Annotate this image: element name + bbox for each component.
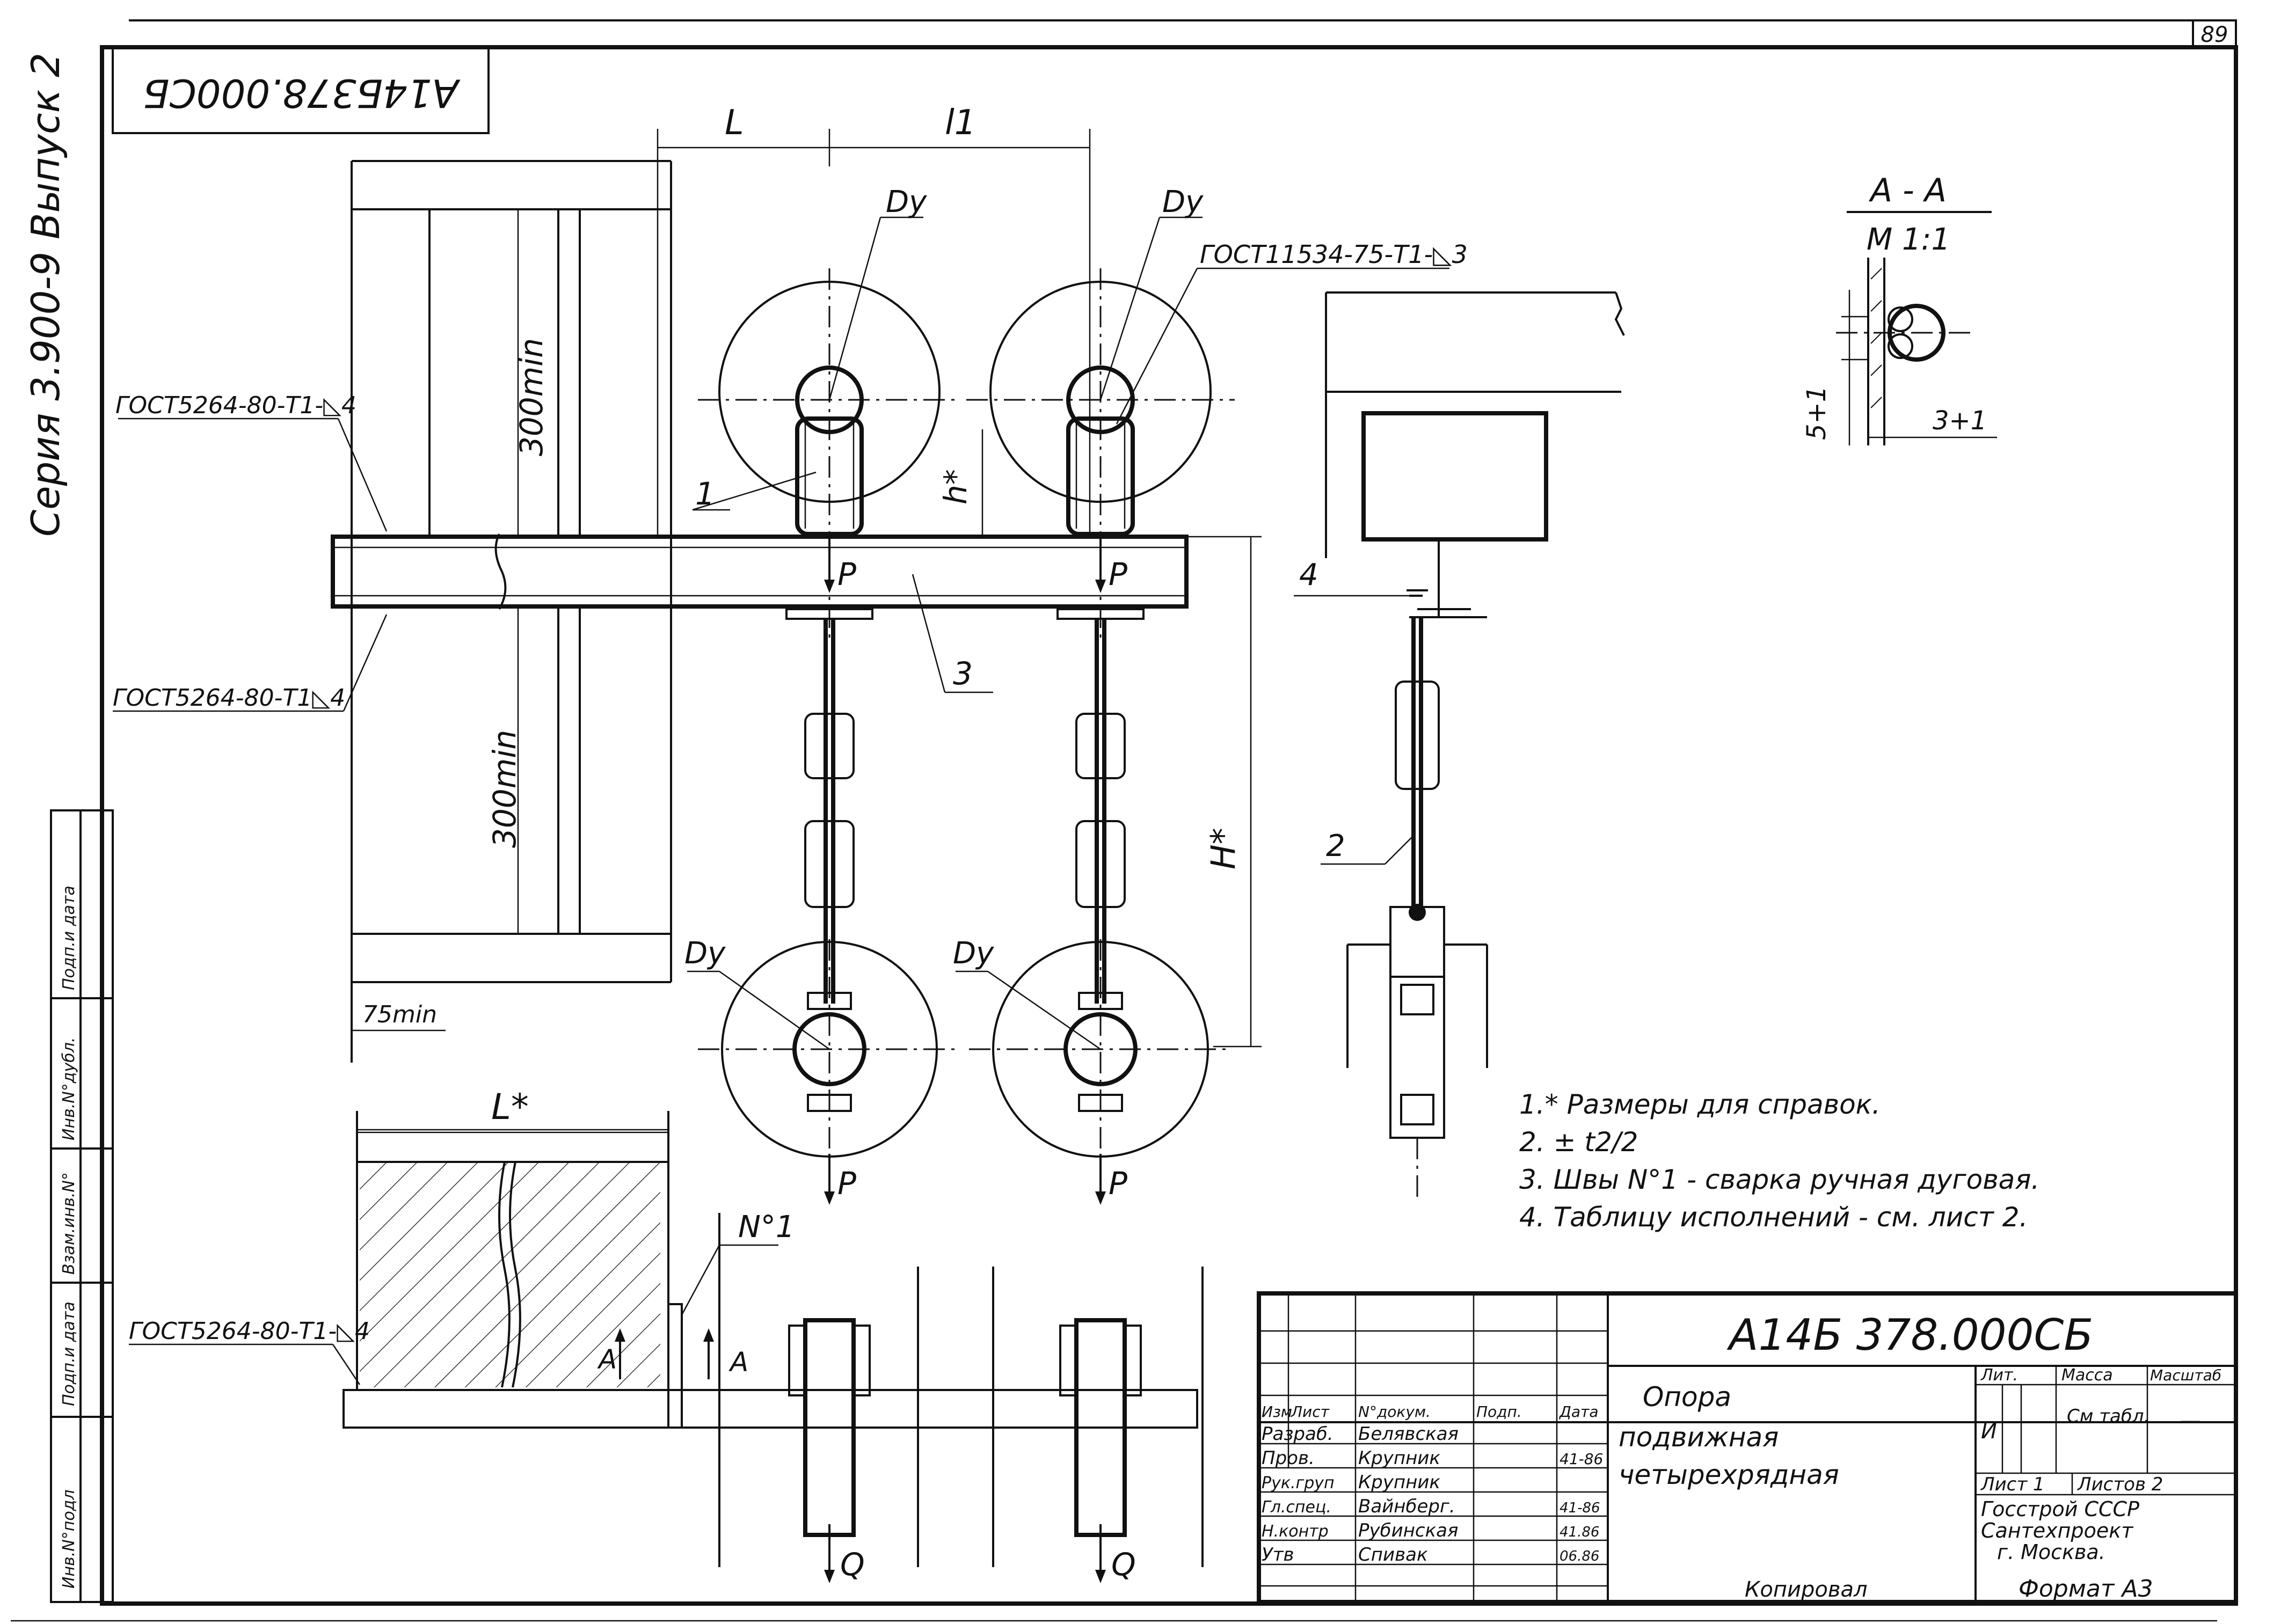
tb-role-3: Гл.спец. (1262, 1498, 1331, 1517)
weld-n1: N°1 (738, 1210, 795, 1245)
dy-label-1: Dy (886, 185, 927, 220)
tb-role-2: Рук.груп (1262, 1474, 1335, 1493)
weld-label-3: ГОСТ5264-80-Т1-◺4 (129, 1318, 370, 1345)
part-label-4: 4 (1299, 558, 1318, 592)
weld-label-2: ГОСТ5264-80-Т1◺4 (113, 684, 345, 712)
dim-l1: l1 (945, 103, 977, 143)
dy-label-2: Dy (1162, 185, 1204, 220)
tb-name-line3: четырехрядная (1619, 1459, 1839, 1490)
tb-role-5: Утв (1262, 1544, 1294, 1566)
tb-name-0: Белявская (1358, 1423, 1459, 1445)
page-number-box (2192, 19, 2237, 48)
tb-name-line2: подвижная (1619, 1422, 1779, 1453)
dim-L-star: L* (491, 1086, 529, 1128)
stamp-code: A14Б378.000СБ (143, 70, 461, 115)
dim-300min-lower: 300min (486, 730, 523, 848)
side-cell-3: Инв.N°дубл. (60, 1037, 78, 1140)
tb-role-4: Н.контр (1262, 1522, 1329, 1541)
hanger-right (1056, 608, 1145, 1004)
tb-date-3: 41-86 (1560, 1500, 1600, 1516)
side-cell-2: Взам.инв.N° (60, 1172, 78, 1275)
lower-pipe-left (698, 939, 961, 1181)
tb-role-0: Разраб. (1262, 1423, 1334, 1445)
dim-L: L (725, 103, 744, 143)
part-label-3: 3 (953, 655, 973, 692)
dy-label-4: Dy (953, 936, 994, 971)
tb-date-5: 06.86 (1560, 1548, 1599, 1564)
side-table (50, 809, 114, 1603)
part-label-1: 1 (695, 476, 715, 512)
tb-mass-label: Масса (2061, 1366, 2113, 1385)
tb-org-3: г. Москва. (1997, 1540, 2105, 1564)
side-cell-0: Инв.N°подл (60, 1489, 78, 1589)
tb-lit-label: Лит. (1980, 1366, 2018, 1385)
tb-date-4: 41.86 (1560, 1524, 1599, 1540)
note-2: 2. ± t2/2 (1519, 1126, 1638, 1158)
sheet-frame (100, 45, 2238, 1606)
section-mark-a2: A (728, 1347, 748, 1378)
side-cell-1: Подп.и дата (60, 1301, 78, 1406)
side-view (1325, 291, 1625, 1197)
tb-header-1: Лист (1291, 1403, 1330, 1421)
tb-lit-value: И (1981, 1419, 1997, 1444)
tb-name-5: Спивак (1358, 1544, 1428, 1566)
side-cell-4: Подп.и дата (60, 886, 78, 990)
section-dim-5: 5+1 (1802, 386, 1832, 440)
dy-label-3: Dy (684, 936, 726, 971)
tb-name-4: Рубинская (1358, 1520, 1458, 1541)
section-dim-3: 3+1 (1933, 406, 1987, 436)
doc-code: А14Б 378.000СБ (1726, 1310, 2093, 1360)
section-mark-a1: A (597, 1344, 617, 1375)
page-number: 89 (2201, 23, 2228, 47)
dim-h-star: h* (937, 469, 974, 504)
dim-H-star: H* (1204, 828, 1243, 869)
dim-75min: 75min (362, 1001, 437, 1028)
note-1: 1.* Размеры для справок. (1519, 1089, 1881, 1120)
load-p-3: P (837, 1165, 856, 1202)
part-label-2: 2 (1326, 829, 1345, 864)
tb-header-2: N°докум. (1358, 1403, 1431, 1421)
weld-label-1: ГОСТ5264-80-Т1-◺4 (115, 392, 356, 419)
tb-name-3: Вайнберг. (1358, 1496, 1455, 1517)
tb-name-line1: Опора (1643, 1381, 1731, 1413)
copied-label: Копировал (1745, 1577, 1868, 1602)
section-title: А - А (1868, 172, 1947, 209)
load-p-2: P (1109, 556, 1127, 592)
tb-header-3: Подп. (1476, 1403, 1522, 1421)
tb-mass-value: См табл. (2067, 1406, 2149, 1427)
section-scale: М 1:1 (1867, 222, 1950, 257)
tb-org-1: Госстрой СССР (1981, 1497, 2139, 1521)
tb-sheets: Листов 2 (2076, 1474, 2163, 1495)
tb-date-1: 41-86 (1560, 1450, 1603, 1468)
tb-org-2: Сантехпроект (1981, 1519, 2134, 1542)
note-4: 4. Таблицу исполнений - см. лист 2. (1519, 1202, 2028, 1233)
tb-role-1: Пров. (1262, 1447, 1315, 1469)
tb-scale-label: Масштаб (2150, 1366, 2221, 1384)
hanger-left (785, 608, 873, 1004)
load-p-1: P (837, 556, 856, 592)
load-p-4: P (1109, 1165, 1127, 1202)
note-3: 3. Швы N°1 - сварка ручная дуговая. (1519, 1164, 2039, 1195)
section-aa-detail (1836, 258, 1997, 445)
stamp-box (112, 46, 490, 134)
format-label: Формат A3 (2019, 1575, 2153, 1603)
load-q-2: Q (1111, 1546, 1136, 1583)
tb-sheet: Лист 1 (1980, 1474, 2045, 1495)
beam (331, 533, 1189, 610)
tb-scale-value: — (2180, 1408, 2201, 1433)
support-structure (351, 160, 672, 1063)
load-q-1: Q (840, 1546, 865, 1583)
weld-label-4: ГОСТ11534-75-Т1-◺3 (1200, 240, 1468, 269)
lower-pipe-right (969, 939, 1232, 1181)
series-text: Серия 3.900-9 Выпуск 2 (23, 53, 68, 537)
tb-header-4: Дата (1558, 1403, 1599, 1421)
tb-name-1: Крупник (1358, 1447, 1440, 1469)
plan-view (343, 1111, 1204, 1567)
title-block (1257, 1291, 2238, 1604)
tb-header-0: Изм (1262, 1403, 1292, 1421)
tb-name-2: Крупник (1358, 1472, 1440, 1493)
dim-300min-upper: 300min (513, 338, 550, 456)
